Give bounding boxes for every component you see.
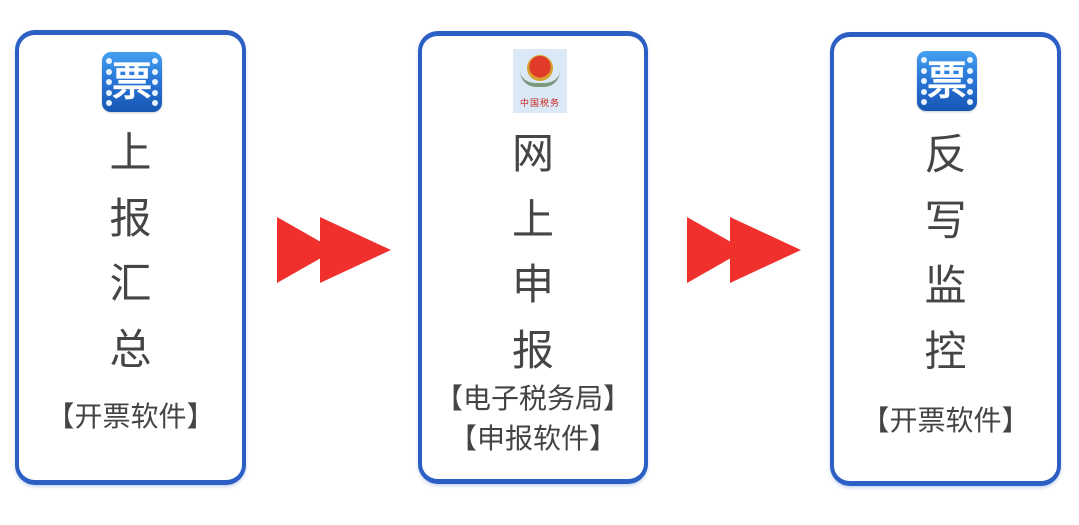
step-title: 上 报 汇 总 [109,128,152,374]
step-subtitle: 【电子税务局】 [434,382,631,415]
step-subtitle: 【开票软件】 [861,404,1030,437]
step-subtitle: 【开票软件】 [46,400,215,433]
step-title: 网 上 申 报 [511,129,554,375]
invoice-software-icon: 票 [102,52,162,112]
step-card-online-filing: 中国税务 网 上 申 报 【电子税务局】 【申报软件】 [418,31,648,484]
step-title: 反 写 监 控 [924,130,967,376]
china-tax-emblem-icon: 中国税务 [513,49,567,113]
double-arrow-right-icon [687,217,801,283]
step-card-writeback-monitor: 票 反 写 监 控 【开票软件】 [830,32,1061,486]
double-arrow-right-icon [277,217,391,283]
invoice-software-icon: 票 [917,51,977,111]
step-subtitle: 【申报软件】 [448,422,617,455]
step-card-report-summary: 票 上 报 汇 总 【开票软件】 [15,30,246,485]
